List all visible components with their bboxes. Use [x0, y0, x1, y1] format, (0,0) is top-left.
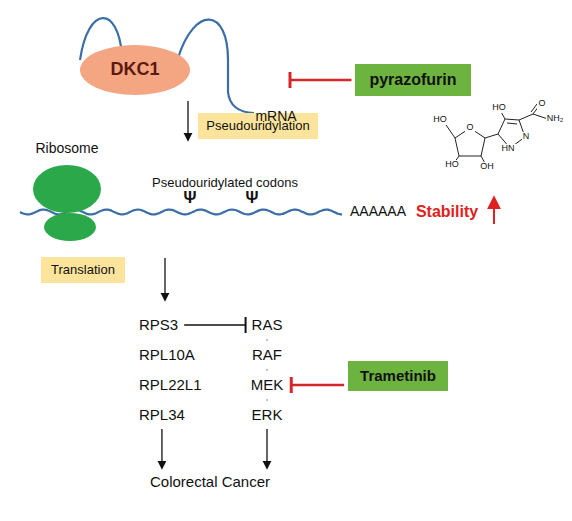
- arrow-connector: [267, 429, 268, 468]
- link-line: [267, 369, 268, 371]
- inhibition-connector: [184, 317, 245, 333]
- arrow-connector: [161, 429, 162, 468]
- pseudouridine-symbol: Ψ: [184, 189, 197, 207]
- inhibition-connector: [290, 72, 351, 88]
- node-text: MEK: [251, 376, 284, 394]
- atom-label: HN: [501, 144, 516, 154]
- molecule-label: mRNA: [255, 109, 296, 124]
- process-arrow: [187, 101, 188, 140]
- inhibition-connector: [291, 377, 344, 393]
- pathway-node: MEK: [249, 375, 286, 395]
- atom-label: N: [522, 132, 531, 142]
- node-text: RAF: [252, 346, 282, 364]
- pseudouridine-symbol: Ψ: [246, 189, 259, 207]
- pathway-node: ERK: [250, 405, 285, 425]
- increase-arrow: [493, 198, 495, 224]
- protein-name: RPL34: [137, 405, 187, 425]
- node-text: Trametinib: [360, 367, 436, 385]
- protein-name: RPL22L1: [137, 375, 204, 395]
- ribosome-figure: Ribosome: [22, 140, 112, 245]
- effect-label: Stability: [416, 203, 478, 221]
- poly-a-tail: AAAAAA: [350, 204, 406, 219]
- protein-name: RPL10A: [137, 345, 197, 365]
- node-text: pyrazofurin: [369, 70, 456, 89]
- node-text: Translation: [51, 262, 115, 278]
- node-text: RAS: [252, 316, 283, 334]
- ribosome-shape: [22, 157, 112, 245]
- annotation: Pseudouridylated codons: [152, 176, 298, 190]
- node-text: Colorectal Cancer: [150, 473, 270, 491]
- process-label-box: Translation: [41, 257, 125, 283]
- pathway-node: RAS: [250, 315, 285, 335]
- protein-name: RPS3: [137, 315, 180, 335]
- node-text: RPS3: [139, 316, 178, 334]
- atom-label: HO: [444, 160, 460, 170]
- enzyme-ellipse: DKC1: [79, 44, 191, 96]
- atom-label: O: [537, 99, 546, 109]
- node-text: ERK: [252, 406, 283, 424]
- node-text: RPL22L1: [139, 376, 202, 394]
- chemical-structure: [444, 104, 548, 165]
- mrna-strand: [80, 18, 254, 113]
- atom-label: HO: [491, 103, 507, 113]
- atom-label: NH₂: [546, 114, 565, 124]
- node-text: DKC1: [110, 59, 159, 81]
- pathway-node: RAF: [250, 345, 284, 365]
- node-text: Ribosome: [22, 140, 112, 157]
- link-line: [267, 339, 268, 341]
- atom-label: HO: [432, 115, 448, 125]
- drug-box: pyrazofurin: [355, 64, 470, 95]
- disease-label: Colorectal Cancer: [148, 472, 272, 492]
- node-text: RPL34: [139, 406, 185, 424]
- atom-label: O: [465, 123, 474, 133]
- atom-label: OH: [479, 162, 495, 172]
- process-arrow: [164, 258, 165, 300]
- node-text: RPL10A: [139, 346, 195, 364]
- drug-box: Trametinib: [348, 361, 448, 391]
- link-line: [266, 399, 267, 401]
